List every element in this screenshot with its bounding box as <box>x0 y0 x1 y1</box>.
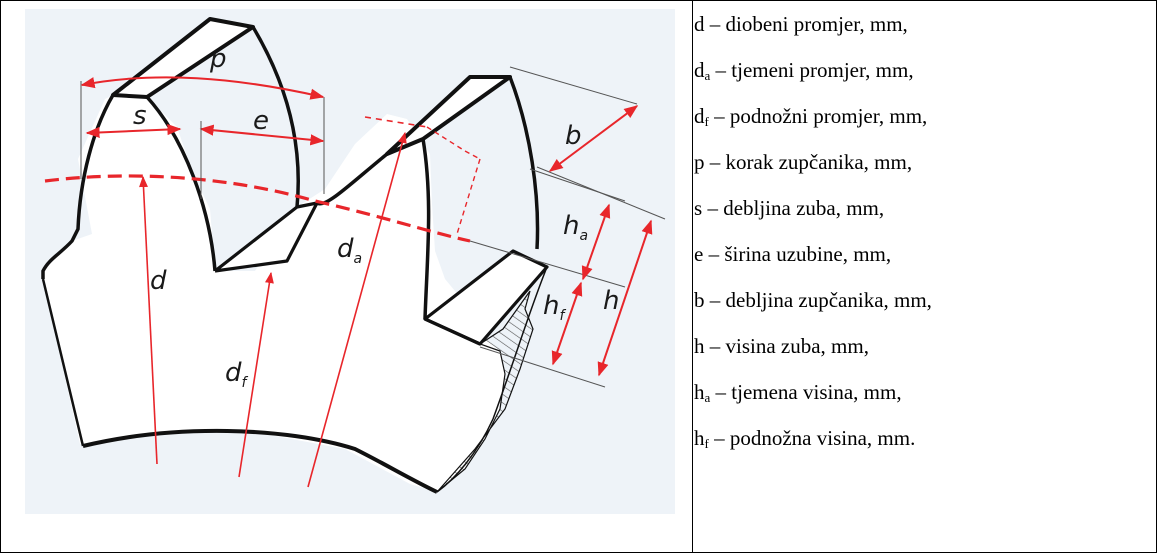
gear-bottom-arc <box>82 428 438 494</box>
legend-symbol: h <box>694 334 705 358</box>
gear-right-edge <box>436 266 548 493</box>
legend-symbol: p <box>694 150 705 174</box>
legend-symbol: h <box>694 380 705 404</box>
label-d: d <box>150 266 167 296</box>
label-h: h <box>603 286 619 316</box>
legend-symbol: h <box>694 426 705 450</box>
legend-cell: d – diobeni promjer, mm,da – tjemeni pro… <box>694 1 1154 552</box>
legend-symbol-subscript: a <box>704 390 711 405</box>
legend-item: s – debljina zuba, mm, <box>694 196 932 242</box>
diagram-cell: p s e b d df <box>1 1 693 552</box>
legend-list: d – diobeni promjer, mm,da – tjemeni pro… <box>694 12 932 472</box>
gear-tooth-illustration: p s e b d df <box>25 9 675 514</box>
b-dimension-arrow <box>548 105 639 172</box>
legend-item: da – tjemeni promjer, mm, <box>694 58 932 104</box>
s-dimension-arrow <box>85 123 182 139</box>
label-ha: ha <box>563 211 588 244</box>
label-b: b <box>565 121 582 151</box>
label-e: e <box>253 106 269 136</box>
legend-description: – korak zupčanika, mm, <box>704 150 913 174</box>
legend-symbol: d <box>694 12 705 36</box>
legend-symbol-subscript: f <box>704 114 709 129</box>
legend-item: ha – tjemena visina, mm, <box>694 380 932 426</box>
p-dimension-arrow <box>80 76 325 100</box>
hf-dimension-arrow <box>551 281 583 366</box>
gear-body <box>43 95 505 492</box>
legend-symbol: s <box>694 196 703 220</box>
legend-symbol: b <box>694 288 705 312</box>
legend-symbol: e <box>694 242 704 266</box>
legend-item: p – korak zupčanika, mm, <box>694 150 932 196</box>
legend-symbol-subscript: a <box>704 68 711 83</box>
e-dimension-arrow <box>199 124 325 146</box>
left-tooth-right-flank <box>145 95 217 272</box>
gear-side-hatch <box>436 290 534 493</box>
df-dimension-arrow <box>238 271 274 478</box>
gear-left-edge <box>41 278 85 447</box>
right-tooth-left-flank <box>315 152 389 206</box>
gear-diagram: p s e b d df <box>25 9 675 514</box>
legend-item: d – diobeni promjer, mm, <box>694 12 932 58</box>
legend-description: – podnožni promjer, mm, <box>708 104 928 128</box>
label-df: df <box>225 358 249 391</box>
legend-description: – tjemeni promjer, mm, <box>710 58 914 82</box>
d-dimension-arrow <box>139 175 158 465</box>
left-tooth-back-flank <box>251 26 300 208</box>
pitch-circle-dashed <box>44 174 471 243</box>
legend-description: – širina uzubine, mm, <box>703 242 892 266</box>
legend-description: – tjemena visina, mm, <box>710 380 902 404</box>
legend-item: df – podnožni promjer, mm, <box>694 104 932 150</box>
legend-description: – diobeni promjer, mm, <box>704 12 908 36</box>
label-p: p <box>209 44 227 74</box>
legend-description: – debljina zuba, mm, <box>702 196 885 220</box>
right-tooth-back-flank <box>508 76 540 250</box>
ha-dimension-arrow <box>581 203 611 281</box>
label-da: da <box>337 234 362 267</box>
legend-item: hf – podnožna visina, mm. <box>694 426 932 472</box>
legend-symbol: d <box>694 58 705 82</box>
legend-symbol-subscript: f <box>704 436 709 451</box>
label-s: s <box>133 101 147 131</box>
h-dimension-arrow <box>597 219 653 377</box>
legend-item: e – širina uzubine, mm, <box>694 242 932 288</box>
legend-description: – podnožna visina, mm. <box>708 426 916 450</box>
legend-description: – visina zuba, mm, <box>704 334 869 358</box>
label-hf: hf <box>543 291 566 324</box>
legend-description: – debljina zupčanika, mm, <box>704 288 932 312</box>
legend-item: b – debljina zupčanika, mm, <box>694 288 932 334</box>
legend-symbol: d <box>694 104 705 128</box>
legend-item: h – visina zuba, mm, <box>694 334 932 380</box>
da-dimension-arrow <box>307 131 407 488</box>
